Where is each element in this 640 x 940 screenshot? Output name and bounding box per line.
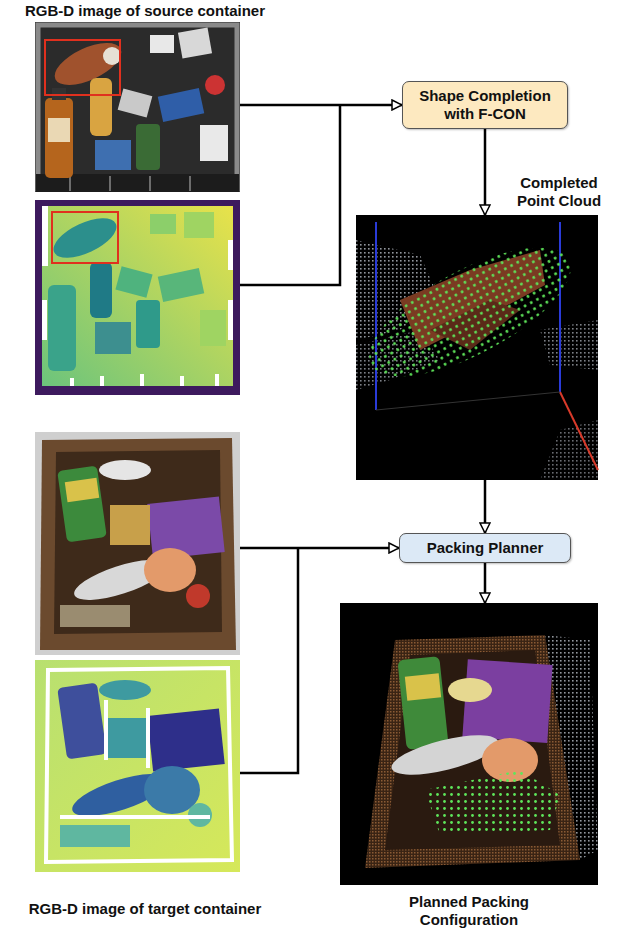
merge-line	[240, 548, 298, 773]
target-rgb-photo	[35, 432, 240, 655]
flow-arrow	[240, 104, 402, 107]
process-box: Packing Planner	[399, 533, 571, 563]
point-cloud-render	[351, 215, 598, 480]
panel-heading: RGB-D image of source container	[5, 2, 285, 20]
flow-arrow	[484, 129, 487, 215]
packing-result-panel: Planned Packing Configuration	[340, 603, 598, 885]
panel-heading: Planned Packing Configuration	[394, 893, 544, 929]
source-rgb-photo	[35, 22, 240, 192]
process-box: Shape Completion with F-CON	[402, 81, 568, 129]
flow-arrow	[484, 563, 487, 603]
merge-line	[240, 105, 340, 285]
flow-arrow	[484, 480, 487, 533]
flow-arrow	[240, 547, 399, 550]
point-cloud-panel: Completed Point Cloud	[356, 215, 598, 480]
packing-plan-render	[340, 603, 598, 885]
panel-heading: RGB-D image of target container	[5, 900, 285, 918]
source-image-panel: RGB-D image of source container	[35, 22, 240, 395]
box-label: Shape Completion with F-CON	[411, 87, 559, 123]
target-depth-map	[35, 660, 240, 872]
box-label: Packing Planner	[408, 539, 562, 557]
panel-heading: Completed Point Cloud	[504, 174, 614, 210]
target-image-panel: RGB-D image of target container	[35, 432, 240, 872]
source-depth-map	[35, 200, 240, 395]
